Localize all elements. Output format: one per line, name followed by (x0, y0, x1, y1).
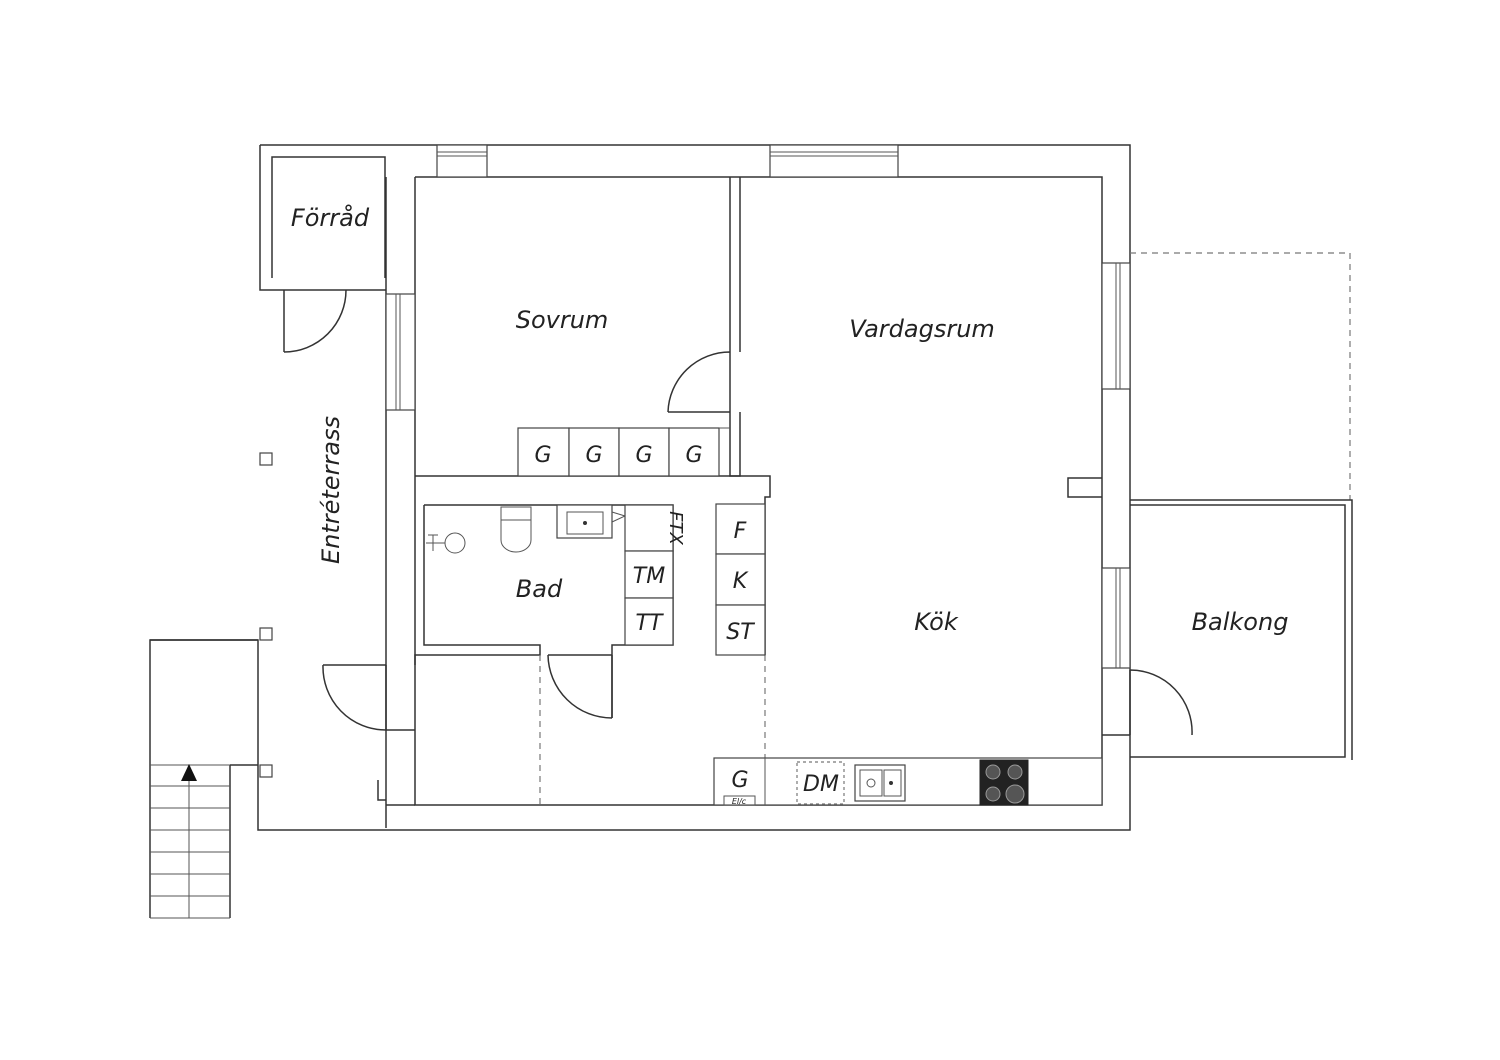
room-label-balkong: Balkong (1192, 608, 1289, 636)
stairs (150, 764, 230, 919)
freezer-label: K (733, 569, 749, 594)
balcony (1130, 499, 1353, 760)
bedroom-wardrobes: G G G G (517, 427, 730, 477)
storage-label: ST (726, 620, 755, 645)
wardrobe-label: G (585, 443, 602, 468)
bathroom-fixtures: FTX TM TT (426, 504, 686, 646)
kitchen-sink-icon (854, 764, 906, 802)
toilet-icon (500, 506, 532, 553)
room-label-entreterrass: Entréterrass (317, 416, 345, 564)
room-labels: Förråd Sovrum Vardagsrum Entréterrass Ba… (291, 203, 1289, 636)
windows (385, 144, 1131, 669)
doors (283, 289, 1193, 736)
ftx-label: FTX (665, 511, 686, 545)
kitchen-counter: G El/c DM (713, 757, 1103, 806)
dishwasher-label: DM (803, 772, 839, 797)
room-label-bad: Bad (516, 575, 563, 603)
sink-icon (556, 504, 627, 539)
kitchen-appliance-column: F K ST (715, 503, 766, 656)
wardrobe-label: G (685, 443, 702, 468)
room-label-forrad: Förråd (291, 203, 370, 232)
stair-arrow-icon (181, 764, 197, 781)
shower-icon (426, 532, 466, 554)
room-label-sovrum: Sovrum (516, 306, 609, 334)
interior-walls (229, 177, 1130, 918)
wardrobe-label: G (635, 443, 652, 468)
fridge-label: F (734, 519, 747, 544)
washer-label: TM (633, 564, 665, 589)
wardrobe-label: G (534, 443, 551, 468)
room-label-kok: Kök (914, 608, 959, 636)
dryer-label: TT (636, 611, 664, 636)
stove-icon (979, 759, 1029, 806)
room-label-vardagsrum: Vardagsrum (849, 315, 995, 343)
kitchen-wardrobe-label: G (731, 768, 748, 793)
electric-label: El/c (732, 797, 747, 806)
